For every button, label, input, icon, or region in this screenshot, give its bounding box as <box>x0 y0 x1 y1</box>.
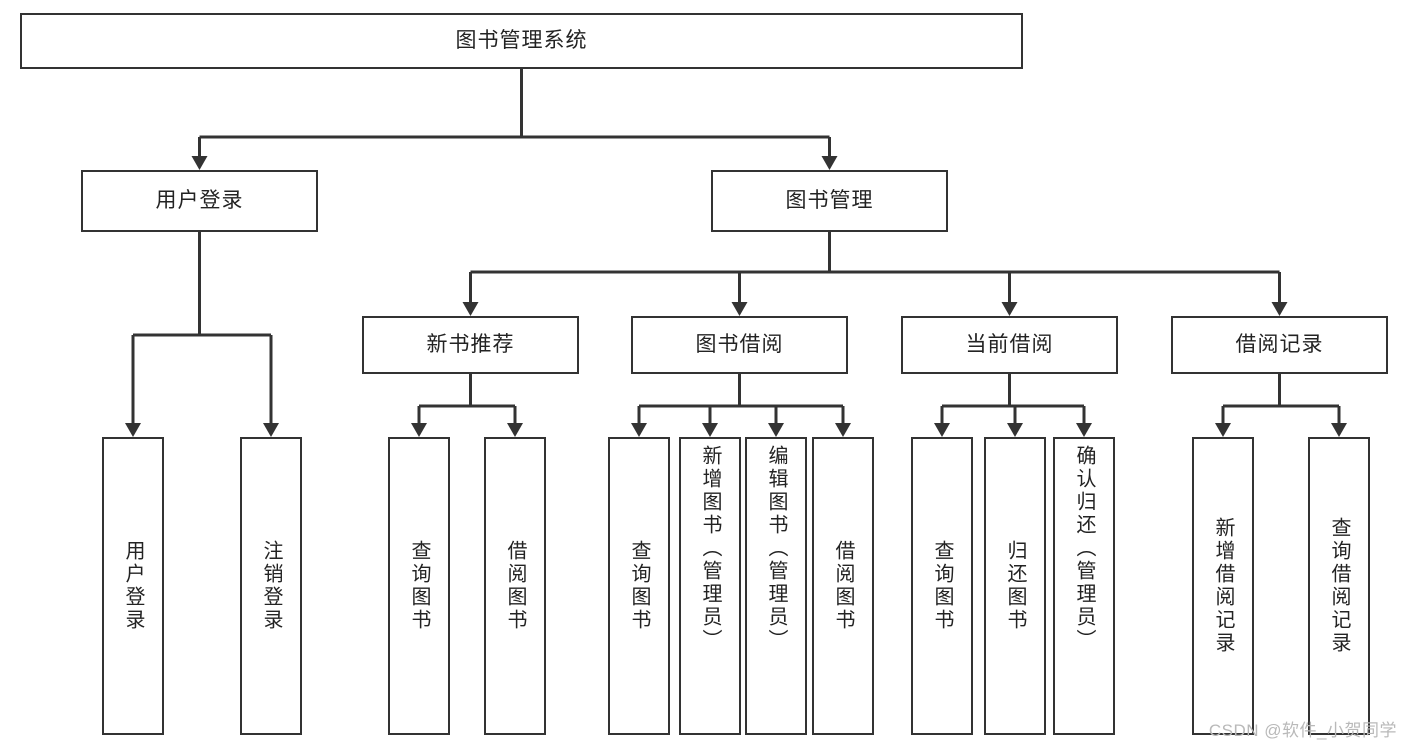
node-label: 新增图书（管理员） <box>699 445 721 652</box>
node-label: 用户登录 <box>155 188 244 212</box>
node-label: 图书借阅 <box>695 332 784 356</box>
node-label: 查询图书 <box>931 540 953 632</box>
node-label: 当前借阅 <box>965 332 1054 356</box>
node-leaf-edit-book-admin[interactable]: 编辑图书（管理员） <box>745 437 807 735</box>
node-label: 新增借阅记录 <box>1212 517 1234 655</box>
node-leaf-query-book-2[interactable]: 查询图书 <box>608 437 670 735</box>
node-leaf-confirm-return-admin[interactable]: 确认归还（管理员） <box>1053 437 1115 735</box>
node-leaf-borrow-book-2[interactable]: 借阅图书 <box>812 437 874 735</box>
node-leaf-return-book[interactable]: 归还图书 <box>984 437 1046 735</box>
node-label: 借阅图书 <box>504 540 526 632</box>
watermark: CSDN @软件_小贺同学 <box>1208 721 1397 740</box>
node-label: 确认归还（管理员） <box>1073 445 1095 652</box>
node-label: 借阅图书 <box>832 540 854 632</box>
node-label: 编辑图书（管理员） <box>765 445 787 652</box>
node-new-book-recommend[interactable]: 新书推荐 <box>362 316 579 374</box>
node-root-system[interactable]: 图书管理系统 <box>20 13 1023 69</box>
node-label: 查询借阅记录 <box>1328 517 1350 655</box>
node-label: 图书管理 <box>785 188 874 212</box>
node-label: 图书管理系统 <box>455 28 588 52</box>
node-leaf-query-book-3[interactable]: 查询图书 <box>911 437 973 735</box>
node-label: 注销登录 <box>260 540 282 632</box>
node-label: 查询图书 <box>628 540 650 632</box>
node-borrow-record[interactable]: 借阅记录 <box>1171 316 1388 374</box>
node-book-management[interactable]: 图书管理 <box>711 170 948 232</box>
node-leaf-borrow-book-1[interactable]: 借阅图书 <box>484 437 546 735</box>
node-leaf-logout[interactable]: 注销登录 <box>240 437 302 735</box>
node-book-borrow[interactable]: 图书借阅 <box>631 316 848 374</box>
node-label: 归还图书 <box>1004 540 1026 632</box>
node-user-login[interactable]: 用户登录 <box>81 170 318 232</box>
node-label: 查询图书 <box>408 540 430 632</box>
node-leaf-query-book-1[interactable]: 查询图书 <box>388 437 450 735</box>
node-leaf-query-borrow-record[interactable]: 查询借阅记录 <box>1308 437 1370 735</box>
node-label: 用户登录 <box>122 540 144 632</box>
node-label: 借阅记录 <box>1235 332 1324 356</box>
node-current-borrow[interactable]: 当前借阅 <box>901 316 1118 374</box>
node-leaf-add-borrow-record[interactable]: 新增借阅记录 <box>1192 437 1254 735</box>
node-label: 新书推荐 <box>426 332 515 356</box>
node-leaf-user-login[interactable]: 用户登录 <box>102 437 164 735</box>
node-leaf-add-book-admin[interactable]: 新增图书（管理员） <box>679 437 741 735</box>
